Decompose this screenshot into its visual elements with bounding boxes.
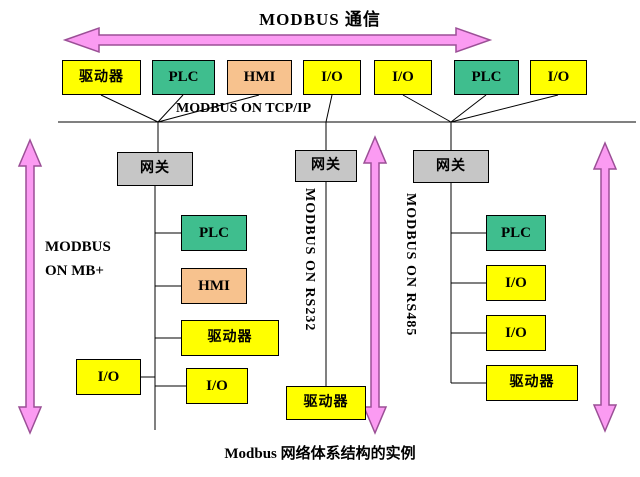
top-io-box-2: I/O [374,60,432,95]
top-plc-box-1: PLC [152,60,215,95]
mbplus-drive-box: 驱动器 [181,320,279,356]
rs485-io-box-1: I/O [486,265,546,301]
mbplus-vertical-arrow-icon [17,138,43,435]
modbus-bus-double-arrow-icon [62,26,493,54]
top-plc-box-2: PLC [454,60,519,95]
bus-and-drop-lines [58,94,636,430]
gateway-box-left: 网关 [117,152,193,186]
top-io-box-3: I/O [530,60,587,95]
mbplus-label-line1: MODBUS [45,239,111,255]
top-drive-box: 驱动器 [62,60,141,95]
rs485-vertical-arrow-icon [592,141,618,433]
rs485-io-box-2: I/O [486,315,546,351]
mbplus-segment-label: MODBUS ON MB+ [45,235,111,283]
rs232-vertical-arrow-icon [362,135,388,435]
top-io-box-1: I/O [303,60,361,95]
gateway-box-right: 网关 [413,150,489,183]
mbplus-hmi-box: HMI [181,268,247,304]
rs485-segment-label: MODBUS ON RS485 [403,193,418,337]
diagram-caption: Modbus 网络体系结构的实例 [224,446,416,462]
tcpip-bus-label: MODBUS ON TCP/IP [176,101,312,116]
mbplus-plc-box: PLC [181,215,247,251]
mbplus-io-box-left: I/O [76,359,141,395]
mbplus-io-box-right: I/O [186,368,248,404]
top-hmi-box: HMI [227,60,292,95]
diagram-title: MODBUS 通信 [259,10,381,29]
rs232-segment-label: MODBUS ON RS232 [302,188,317,332]
rs485-drive-box: 驱动器 [486,365,578,401]
rs232-drive-box: 驱动器 [286,386,366,420]
mbplus-label-line2: ON MB+ [45,263,104,279]
rs485-plc-box: PLC [486,215,546,251]
gateway-box-middle: 网关 [295,150,357,182]
